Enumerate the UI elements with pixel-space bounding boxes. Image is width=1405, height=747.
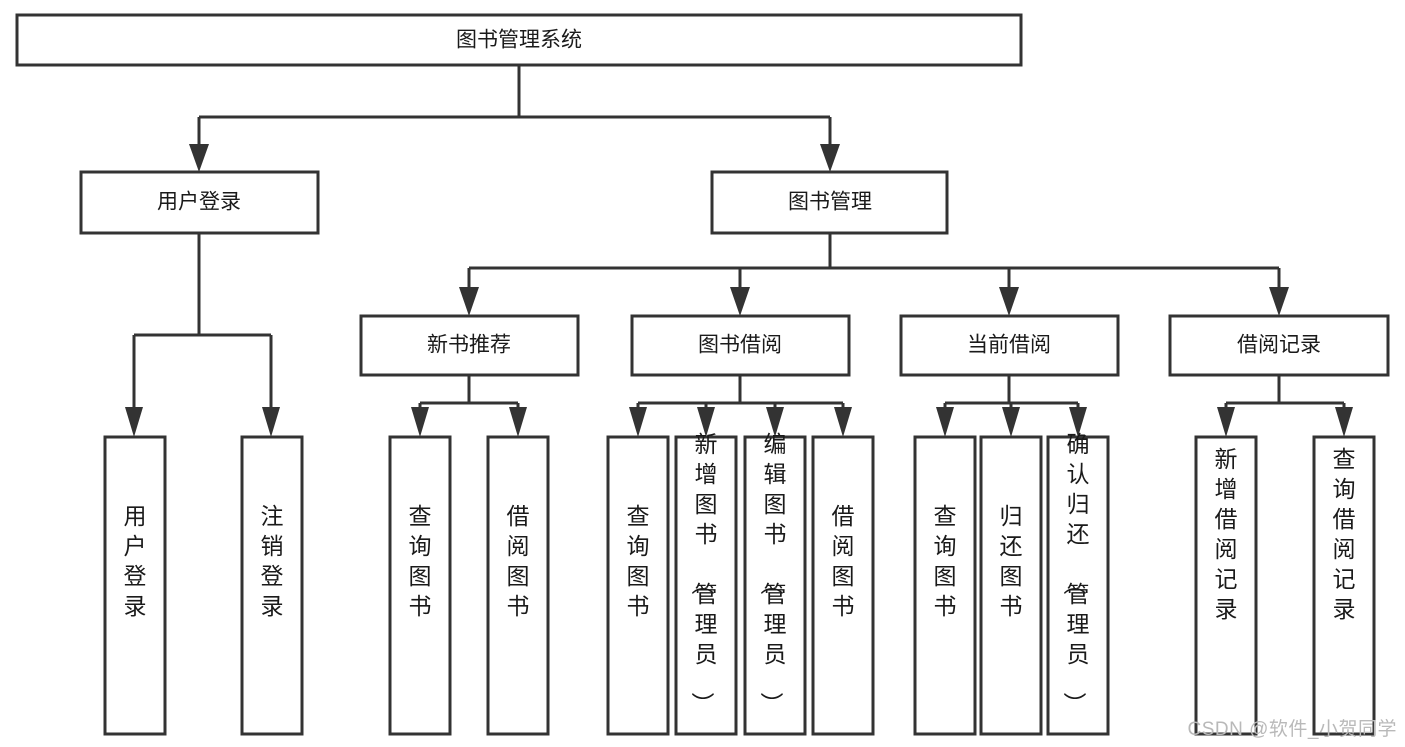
node-current-borrow-box[interactable] [899, 314, 1120, 377]
node-new-book-recommend[interactable]: 新书推荐 [359, 314, 580, 377]
leaf-current-borrow-3-label: 确认归还（管理员） [1062, 431, 1090, 715]
node-book-borrow-box[interactable] [630, 314, 851, 377]
arrow-head-newbook [459, 287, 479, 316]
connector-layer [125, 65, 1353, 437]
leaf-current-borrow-2-box[interactable] [979, 435, 1043, 736]
leaf-user-login-2-box[interactable] [240, 435, 304, 736]
node-book-management-label: 图书管理 [788, 191, 872, 214]
leaf-user-login-2-label: 注销登录 [261, 503, 284, 619]
node-borrow-record-box[interactable] [1168, 314, 1390, 377]
leaf-new-book-2-box[interactable] [486, 435, 550, 736]
leaf-new-book-1[interactable]: 查询图书 [388, 435, 452, 736]
node-current-borrow[interactable]: 当前借阅 [899, 314, 1120, 377]
arrow-head-userlogin [189, 144, 209, 172]
arrow-head-leaf-bookborrow-3 [766, 407, 784, 437]
arrow-head-leaf-currentborrow-2 [1002, 407, 1020, 437]
node-root[interactable]: 图书管理系统 [15, 13, 1023, 67]
leaf-book-borrow-3[interactable]: 编辑图书（管理员） [743, 431, 807, 736]
leaf-current-borrow-1[interactable]: 查询图书 [913, 435, 977, 736]
leaf-book-borrow-4[interactable]: 借阅图书 [811, 435, 875, 736]
node-user-login-box[interactable] [79, 170, 320, 235]
leaf-book-borrow-2-box[interactable] [674, 435, 738, 736]
arrow-head-bookborrow [730, 287, 750, 316]
node-user-login[interactable]: 用户登录 [79, 170, 320, 235]
node-root-box[interactable] [15, 13, 1023, 67]
arrow-head-leaf-bookborrow-1 [629, 407, 647, 437]
node-book-borrow[interactable]: 图书借阅 [630, 314, 851, 377]
leaf-current-borrow-3-box[interactable] [1046, 435, 1110, 736]
arrow-head-leaf-bookborrow-4 [834, 407, 852, 437]
leaf-borrow-record-2[interactable]: 查询借阅记录 [1312, 435, 1376, 736]
node-new-book-recommend-label: 新书推荐 [427, 334, 511, 357]
leaf-current-borrow-2-label: 归还图书 [1000, 503, 1023, 619]
node-current-borrow-label: 当前借阅 [967, 334, 1051, 357]
node-user-login-label: 用户登录 [157, 191, 241, 214]
leaf-book-borrow-3-label: 编辑图书（管理员） [759, 431, 787, 715]
leaf-current-borrow-1-box[interactable] [913, 435, 977, 736]
arrow-head-leaf-user-2 [262, 407, 280, 437]
node-book-management[interactable]: 图书管理 [710, 170, 949, 235]
leaf-current-borrow-2[interactable]: 归还图书 [979, 435, 1043, 736]
leaf-book-borrow-2-label: 新增图书（管理员） [690, 431, 718, 715]
arrow-head-currentborrow [999, 287, 1019, 316]
leaf-borrow-record-2-label: 查询借阅记录 [1333, 446, 1356, 622]
leaf-current-borrow-1-label: 查询图书 [934, 503, 957, 619]
leaf-book-borrow-1-label: 查询图书 [627, 503, 650, 619]
leaf-user-login-1-label: 用户登录 [124, 503, 147, 619]
leaf-book-borrow-2[interactable]: 新增图书（管理员） [674, 431, 738, 736]
leaf-borrow-record-1-box[interactable] [1194, 435, 1258, 736]
leaf-user-login-1-box[interactable] [103, 435, 167, 736]
arrow-head-leaf-borrowrecord-2 [1335, 407, 1353, 437]
leaf-new-book-2-label: 借阅图书 [507, 503, 530, 619]
leaf-borrow-record-1-label: 新增借阅记录 [1215, 446, 1238, 622]
arrow-head-leaf-currentborrow-1 [936, 407, 954, 437]
arrow-head-leaf-user-1 [125, 407, 143, 437]
leaf-book-borrow-3-box[interactable] [743, 435, 807, 736]
arrow-head-leaf-newbook-1 [411, 407, 429, 437]
arrow-head-leaf-currentborrow-3 [1069, 407, 1087, 437]
leaf-book-borrow-1[interactable]: 查询图书 [606, 435, 670, 736]
leaf-user-login-2[interactable]: 注销登录 [240, 435, 304, 736]
leaf-book-borrow-1-box[interactable] [606, 435, 670, 736]
leaf-borrow-record-1[interactable]: 新增借阅记录 [1194, 435, 1258, 736]
leaf-new-book-1-box[interactable] [388, 435, 452, 736]
arrow-head-bookmgmt [820, 144, 840, 172]
leaf-new-book-1-label: 查询图书 [409, 503, 432, 619]
leaf-borrow-record-2-box[interactable] [1312, 435, 1376, 736]
leaf-book-borrow-4-box[interactable] [811, 435, 875, 736]
node-root-label: 图书管理系统 [456, 29, 582, 52]
arrow-head-leaf-borrowrecord-1 [1217, 407, 1235, 437]
leaf-new-book-2[interactable]: 借阅图书 [486, 435, 550, 736]
node-borrow-record-label: 借阅记录 [1237, 334, 1321, 357]
leaf-current-borrow-3[interactable]: 确认归还（管理员） [1046, 431, 1110, 736]
leaf-user-login-1[interactable]: 用户登录 [103, 435, 167, 736]
arrow-head-leaf-bookborrow-2 [697, 407, 715, 437]
node-borrow-record[interactable]: 借阅记录 [1168, 314, 1390, 377]
arrow-head-leaf-newbook-2 [509, 407, 527, 437]
node-new-book-recommend-box[interactable] [359, 314, 580, 377]
arrow-head-borrowrecord [1269, 287, 1289, 316]
node-book-management-box[interactable] [710, 170, 949, 235]
leaf-book-borrow-4-label: 借阅图书 [832, 503, 855, 619]
node-book-borrow-label: 图书借阅 [698, 334, 782, 357]
